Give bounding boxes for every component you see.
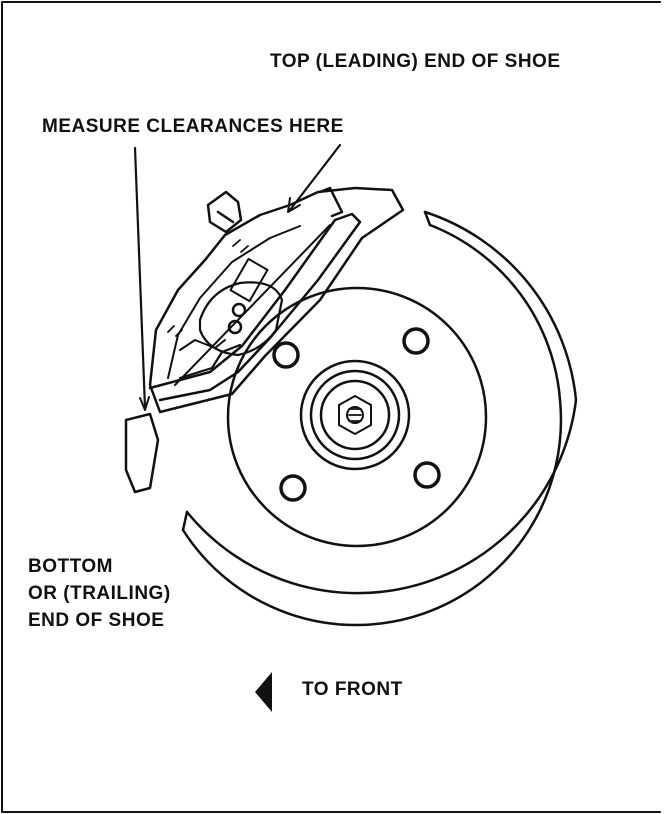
caliper-lower-bracket xyxy=(178,343,242,380)
caliper-notch xyxy=(179,339,226,351)
brake-shoe-bottom-end xyxy=(181,510,189,532)
hub-outer xyxy=(299,359,411,471)
hub-nut-center xyxy=(346,406,364,424)
bleeder-valve-stem xyxy=(216,210,235,224)
bottom-end-label-line3: END OF SHOE xyxy=(28,610,165,631)
hub-middle xyxy=(309,369,401,461)
caliper-pin-lower xyxy=(227,319,243,335)
hub-nut xyxy=(338,395,372,435)
caliper-body xyxy=(148,186,405,414)
top-end-label: TOP (LEADING) END OF SHOE xyxy=(270,51,561,72)
brake-shoe-inner-arc xyxy=(181,223,563,627)
arrow-left-icon xyxy=(255,672,272,712)
bleeder-valve xyxy=(206,190,243,234)
hub-inner xyxy=(319,379,391,451)
measure-leader-line-right xyxy=(288,143,342,212)
brake-rotor xyxy=(226,286,488,548)
measure-clearances-label: MEASURE CLEARANCES HERE xyxy=(42,116,344,137)
brake-shoe-top-end xyxy=(423,210,432,227)
brake-shoe-outer-arc xyxy=(185,210,578,595)
lug-hole-top-left xyxy=(272,341,300,369)
pad-retaining-spring xyxy=(148,212,362,402)
measure-leader-line-left xyxy=(133,146,147,410)
caliper-pin-upper xyxy=(231,302,247,318)
to-front-label: TO FRONT xyxy=(302,679,403,700)
measure-leader-arrowhead-left xyxy=(139,396,150,411)
spring-inner-line xyxy=(174,224,331,386)
caliper-pad-window xyxy=(198,281,284,357)
caliper-upper-tab xyxy=(318,186,344,218)
lug-hole-bottom-right xyxy=(413,461,441,489)
bottom-end-label-line1: BOTTOM xyxy=(28,556,113,577)
lug-hole-top-right xyxy=(402,327,430,355)
caliper-mount-ear xyxy=(124,412,160,494)
caliper-pin-slot xyxy=(229,257,269,303)
lug-hole-bottom-left xyxy=(279,474,307,502)
bottom-end-label-line2: OR (TRAILING) xyxy=(28,583,171,604)
hub-nut-bolt-detail xyxy=(348,408,362,422)
caliper-inner-outline xyxy=(167,225,301,379)
caliper-hatch-marks xyxy=(167,239,249,337)
measure-leader-arrowhead-right xyxy=(287,197,301,213)
